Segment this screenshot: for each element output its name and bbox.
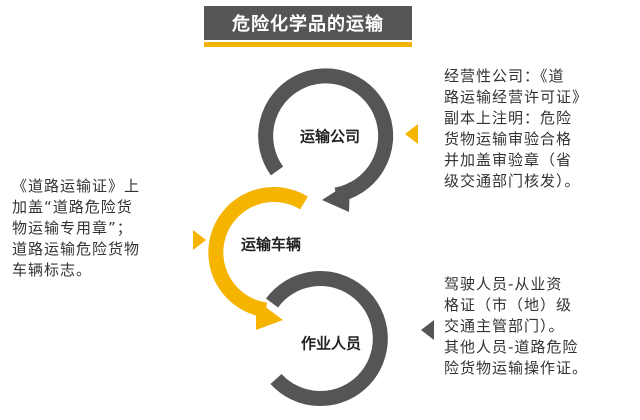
node-label-company: 运输公司 <box>299 127 361 146</box>
ring-vehicle <box>208 187 308 330</box>
node-label-vehicle: 运输车辆 <box>240 235 302 254</box>
pointer-company-desc-icon <box>405 124 418 144</box>
page-title: 危险化学品的运输 <box>232 14 384 35</box>
ring-staff-arc <box>265 271 388 407</box>
arrow-company-to-vehicle <box>322 182 350 212</box>
ring-staff <box>265 271 388 407</box>
title-underline <box>204 42 412 47</box>
ring-company-arc <box>258 68 394 203</box>
desc-staff: 驾驶人员-从业资 格证（市（地）级 交通主管部门）。 其他人员-道路危险 险货物… <box>444 275 589 377</box>
desc-vehicle: 《道路运输证》上 加盖“道路危险货 物运输专用章”； 道路运输危险货物 车辆标志… <box>12 177 141 279</box>
title-banner: 危险化学品的运输 <box>204 6 412 40</box>
pointer-vehicle-desc-icon <box>193 230 206 250</box>
arrow-vehicle-to-staff <box>256 300 283 330</box>
desc-company: 经营性公司：《道 路运输经营许可证》 副本上注明：危险 货物运输审验合格 并加盖… <box>444 67 589 190</box>
pointer-staff-desc-icon <box>421 320 434 340</box>
ring-company <box>258 68 394 212</box>
ring-vehicle-arc <box>208 187 308 318</box>
node-label-staff: 作业人员 <box>300 334 362 353</box>
